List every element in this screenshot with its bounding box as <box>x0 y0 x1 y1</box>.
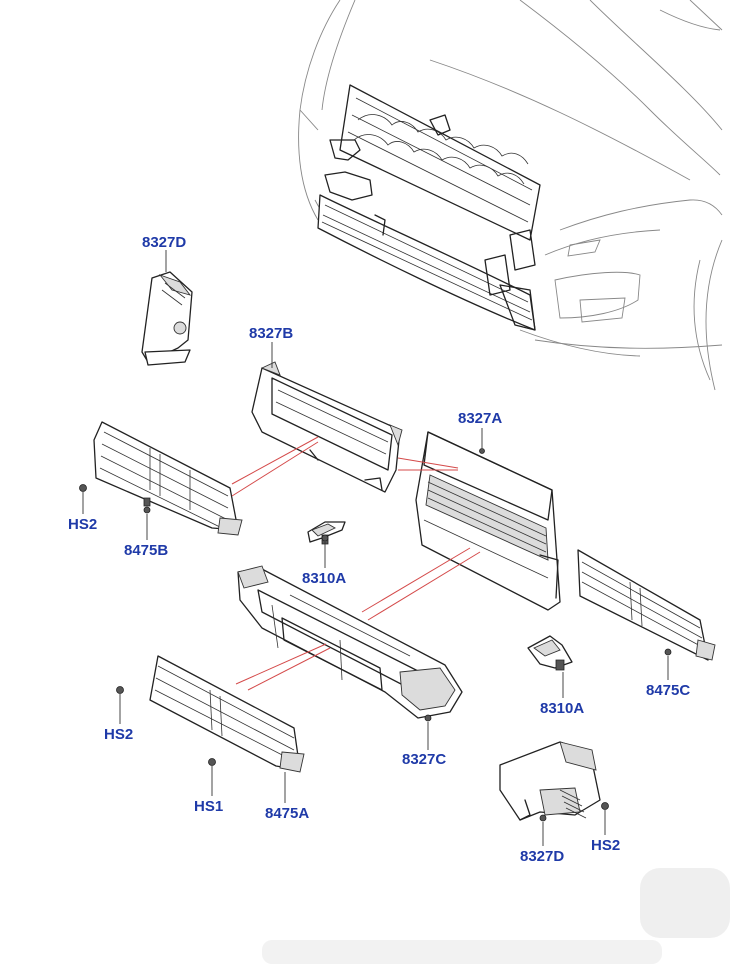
label-8475C: 8475C <box>646 682 691 699</box>
part-8310A-right <box>527 635 573 671</box>
leader-lines <box>82 250 669 846</box>
label-8327C: 8327C <box>402 751 447 768</box>
label-8310A-right: 8310A <box>540 700 585 717</box>
red-reference-lines <box>231 436 481 691</box>
faded-watermark <box>262 868 730 964</box>
part-8327D-bottom <box>499 741 601 821</box>
fasteners <box>79 484 672 822</box>
label-HS1: HS1 <box>194 798 224 815</box>
part-8327A <box>415 431 561 611</box>
label-8475B: 8475B <box>124 542 169 559</box>
label-8327D-top: 8327D <box>142 234 187 251</box>
part-8327B <box>251 361 403 493</box>
label-HS2-bottom: HS2 <box>591 837 621 854</box>
part-8327C <box>237 565 463 719</box>
part-8475A <box>149 655 305 773</box>
label-HS2-left: HS2 <box>68 516 98 533</box>
grille-assembly-on-vehicle <box>317 84 541 331</box>
label-HS2-lower: HS2 <box>104 726 134 743</box>
part-8475B <box>93 421 243 536</box>
label-8327D-bottom: 8327D <box>520 848 565 865</box>
label-8310A-mid: 8310A <box>302 570 347 587</box>
part-8327D-top <box>141 271 193 366</box>
label-8327A: 8327A <box>458 410 503 427</box>
label-8475A: 8475A <box>265 805 310 822</box>
label-8327B: 8327B <box>249 325 294 342</box>
part-8475C <box>577 549 716 661</box>
